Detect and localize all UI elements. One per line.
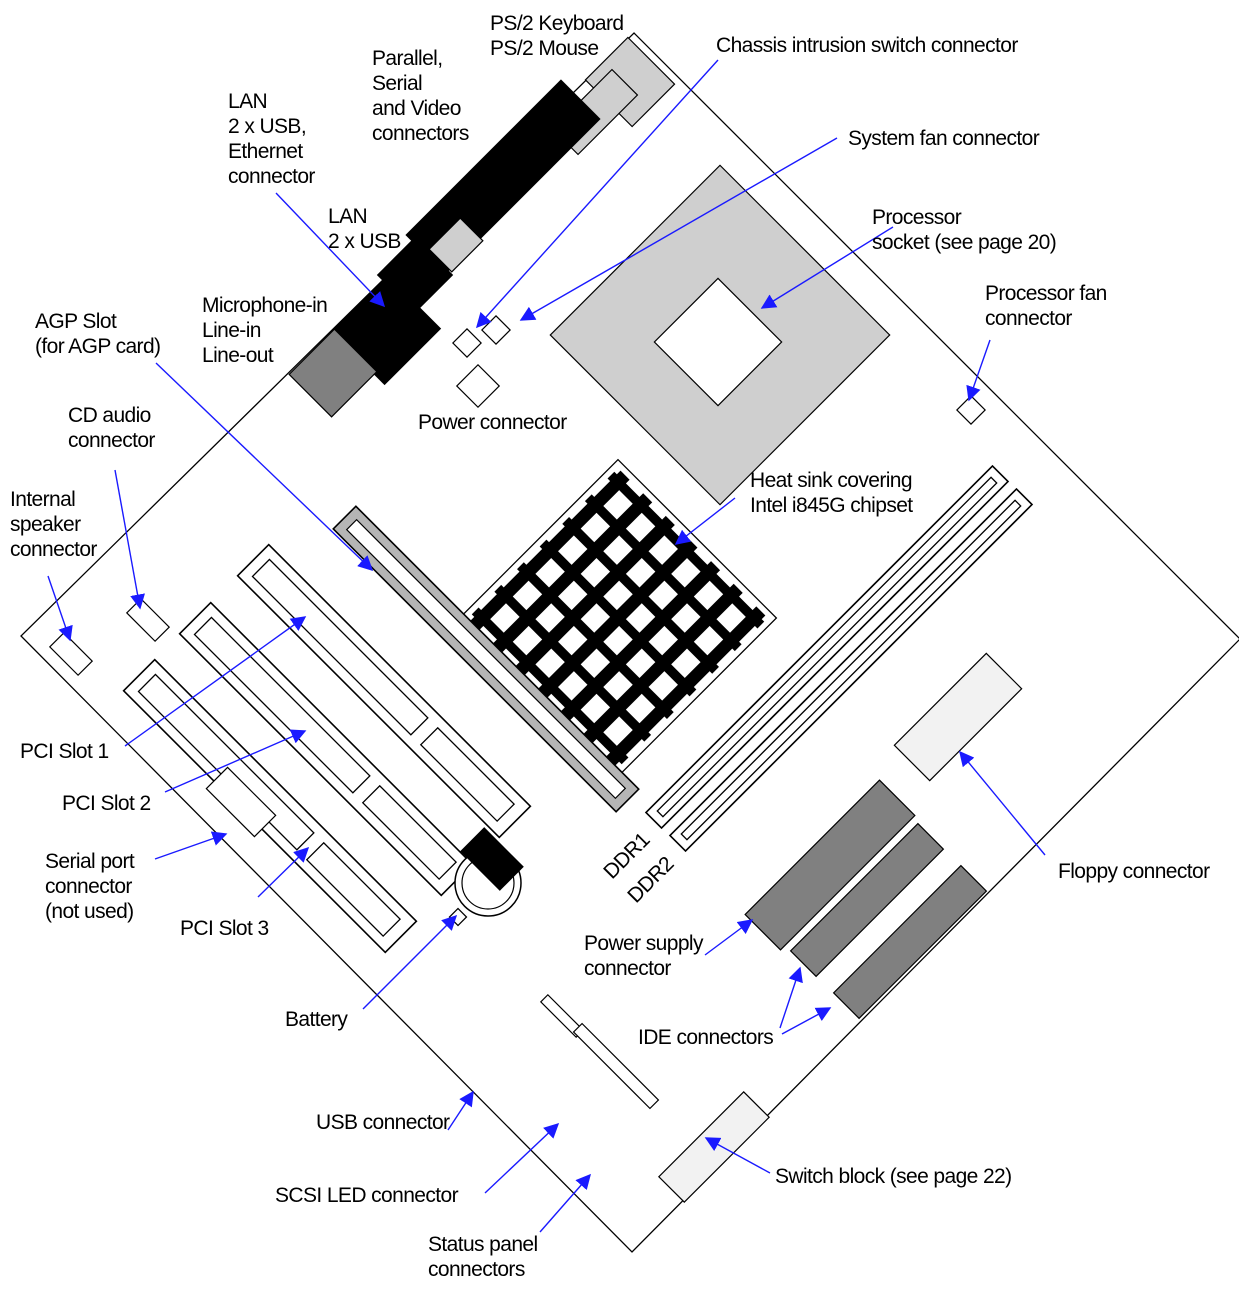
heat-sink-fin [539,539,697,697]
heat-sink-fin [471,607,629,765]
system-fan-connector-block [452,328,482,358]
label-switch-block: Switch block (see page 22) [775,1165,1012,1188]
usb-connector-block [460,827,524,891]
label-scsi-led: SCSI LED connector [275,1184,459,1207]
pci-slot-2 [178,601,474,897]
power-connector-block [455,363,501,409]
agp-slot [332,505,640,813]
label-chassis-intrusion: Chassis intrusion switch connector [716,34,1018,57]
heat-sink-fin [517,562,674,719]
label-pci-slot-2: PCI Slot 2 [62,792,151,815]
serial-port-connector-block [205,766,277,838]
label-system-fan: System fan connector [848,127,1040,150]
status-panel-connector-block [572,1022,660,1110]
label-ide: IDE connectors [638,1026,773,1049]
pci-slot-1 [236,543,532,839]
label-floppy: Floppy connector [1058,860,1210,883]
label-usb-connector: USB connector [316,1111,450,1134]
ddr2-slot [668,487,1034,853]
power-supply-connector-block [744,779,916,951]
ddr1-slot [644,464,1010,830]
label-pci-slot-1: PCI Slot 1 [20,740,109,763]
floppy-connector-block [893,652,1023,782]
audio-connectors [288,328,378,418]
label-power-connector: Power connector [418,411,567,434]
parallel-serial-video-connectors [405,68,639,275]
ide-connector-1 [789,822,945,978]
leader-lines [47,59,1046,1233]
pci-slot-3 [122,658,418,954]
processor-fan-connector-block [956,395,986,425]
label-agp-slot: AGP Slot(for AGP card) [35,310,160,358]
processor-socket [549,164,891,506]
heat-sink [458,458,778,778]
label-battery: Battery [285,1008,348,1031]
ide-connector-2 [832,864,988,1020]
internal-speaker-connector-block [48,631,94,677]
label-pci-slot-3: PCI Slot 3 [180,917,269,940]
heat-sink-fin [562,517,719,674]
heat-sink-fin [494,584,652,742]
heat-sink-fin [584,494,742,652]
heat-sink-fin [607,471,765,629]
